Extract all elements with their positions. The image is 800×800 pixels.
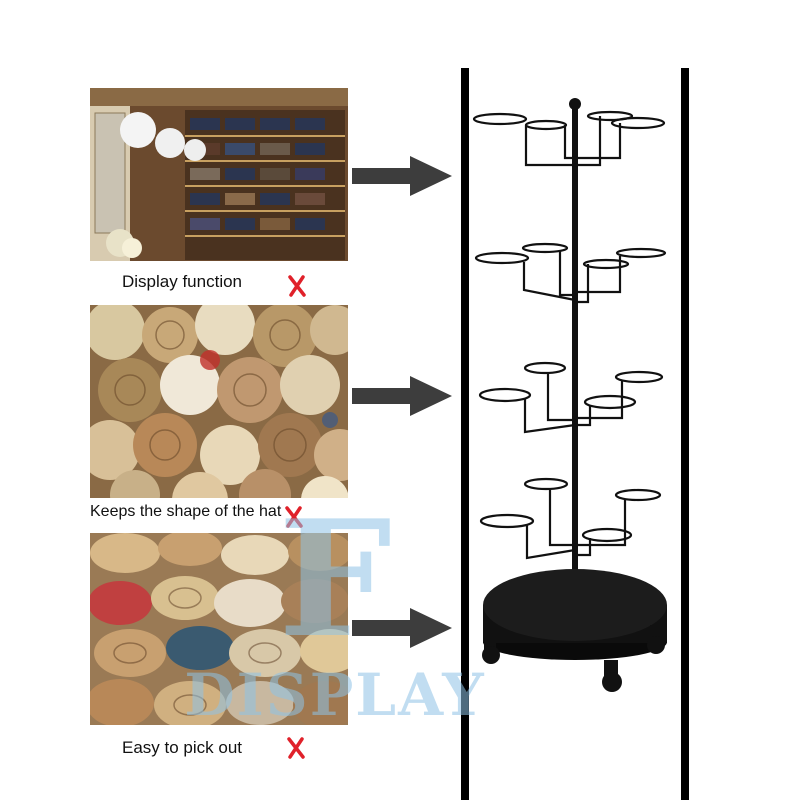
red-x-icon <box>288 275 306 297</box>
caption-display-function: Display function <box>122 272 243 291</box>
red-x-icon <box>285 506 303 528</box>
hat-stack-photo <box>90 533 348 725</box>
red-x-icon <box>287 737 305 759</box>
frame-line-left <box>461 68 469 800</box>
arrow-right-icon <box>352 608 452 648</box>
caption-keeps-shape: Keeps the shape of the hat <box>90 503 282 520</box>
hat-pile-photo <box>90 305 348 498</box>
arrow-right-icon <box>352 376 452 416</box>
frame-line-right <box>681 68 689 800</box>
svg-text:F: F <box>278 500 392 673</box>
svg-text:DISPLAY: DISPLAY <box>184 661 485 729</box>
hat-shop-photo <box>90 88 348 261</box>
watermark-logo: F DISPLAY <box>184 500 485 729</box>
hat-rack-stand <box>472 98 667 692</box>
caption-easy-pick-out: Easy to pick out <box>122 738 243 757</box>
arrow-right-icon <box>352 156 452 196</box>
